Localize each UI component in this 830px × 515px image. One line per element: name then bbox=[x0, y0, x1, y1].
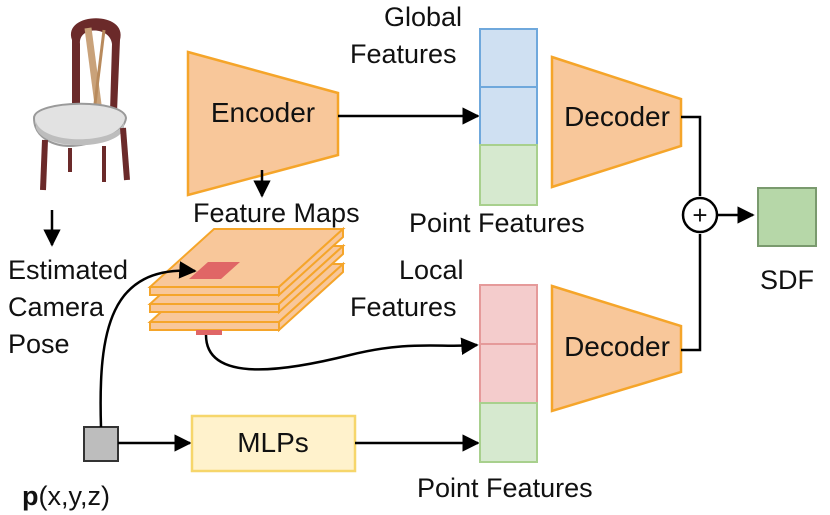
global-features-label-line2: Features bbox=[350, 39, 457, 69]
point-to-features-curve bbox=[99, 261, 197, 428]
decoder-bottom-label: Decoder bbox=[564, 331, 670, 362]
decoder-top-output-line bbox=[681, 115, 702, 196]
sdf-block bbox=[757, 187, 817, 247]
point-features-label-bottom: Point Features bbox=[417, 473, 593, 503]
decoder-top-label: Decoder bbox=[564, 101, 670, 132]
feature-maps-label: Feature Maps bbox=[193, 198, 360, 228]
feature-patch-top bbox=[189, 262, 240, 279]
point-label: p(x,y,z) bbox=[22, 481, 110, 511]
mlps-label: MLPs bbox=[237, 427, 309, 458]
decoder-bottom-output-line bbox=[681, 234, 702, 352]
decoder-top-block bbox=[550, 55, 683, 189]
global-feature-cell-1 bbox=[479, 28, 538, 88]
decoder-bottom-block bbox=[550, 284, 683, 413]
sum-symbol: + bbox=[692, 200, 707, 230]
camera-pose-label-line3: Pose bbox=[8, 329, 70, 359]
local-sample-curve bbox=[204, 334, 479, 371]
camera-pose-label-line1: Estimated bbox=[8, 255, 128, 285]
local-feature-cell-2 bbox=[479, 343, 538, 404]
local-features-label-line2: Features bbox=[350, 292, 457, 322]
feature-maps-stack bbox=[147, 226, 346, 335]
encoder-block bbox=[186, 50, 340, 197]
mlps-block bbox=[190, 414, 357, 473]
global-features-label-line1: Global bbox=[384, 2, 462, 32]
global-feature-cell-2 bbox=[479, 86, 538, 146]
point-features-label-top: Point Features bbox=[409, 208, 585, 238]
camera-pose-label-line2: Camera bbox=[8, 292, 105, 322]
sdf-label: SDF bbox=[760, 265, 814, 295]
point-label-rest: (x,y,z) bbox=[39, 481, 110, 511]
point-feature-cell-top bbox=[479, 144, 538, 206]
encoder-label: Encoder bbox=[211, 97, 315, 128]
query-point bbox=[83, 426, 119, 462]
local-features-label-line1: Local bbox=[399, 255, 464, 285]
local-feature-cell-1 bbox=[479, 284, 538, 345]
chair-icon bbox=[32, 18, 130, 191]
feature-patch-bottom bbox=[196, 330, 222, 335]
point-feature-cell-bottom bbox=[479, 402, 538, 463]
point-label-bold: p bbox=[22, 481, 39, 511]
